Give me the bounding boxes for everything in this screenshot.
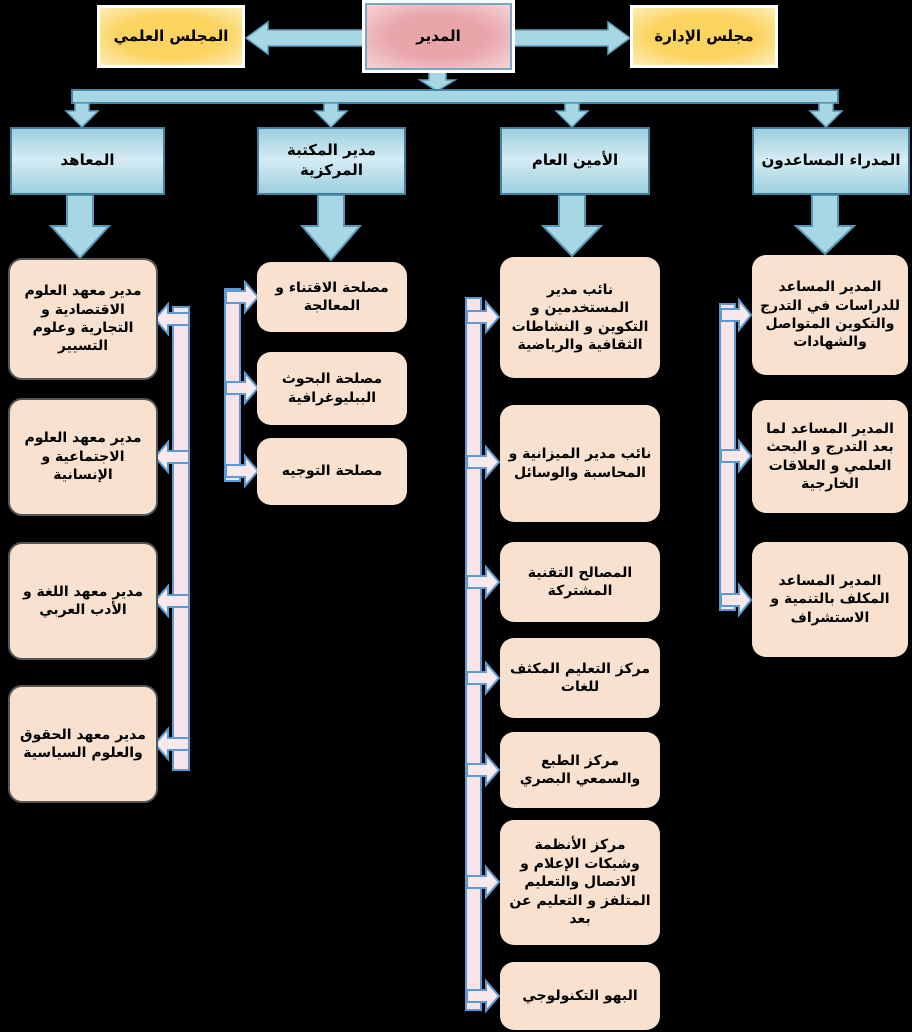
secretary-general-box: الأمين العام [500,127,650,195]
institute-social-sciences-box: مدير معهد العلوم الاجتماعية و الإنسانية [8,398,158,516]
arrow-director-to-scientific-council [244,20,366,56]
sg-networks-distance-learning-box: مركز الأنظمة وشبكات الإعلام و الاتصال وا… [500,820,660,945]
assistants-connector-bar [719,297,753,618]
arrow-director-down [417,71,458,92]
distribution-bar [71,89,839,104]
arrow-secretary-down [540,194,604,258]
ad-postgraduate-research-box: المدير المساعد لما بعد التدرج و البحث ال… [752,400,908,513]
library-director-box: مدير المكتبة المركزية [257,127,406,195]
secretary-connector-bar [465,297,501,1014]
institutes-connector-bar [153,301,190,771]
institutes-box: المعاهد [10,127,165,195]
scientific-council-box: المجلس العلمي [97,5,245,68]
sg-printing-audiovisual-box: مركز الطبع والسمعي البصري [500,732,660,808]
library-connector-bar [224,279,260,489]
arrow-director-to-board [511,20,632,56]
board-of-directors-box: مجلس الإدارة [630,5,778,68]
institute-arabic-language-box: مدير معهد اللغة و الأدب العربي [8,542,158,660]
ad-undergraduate-studies-box: المدير المساعد للدراسات في التدرج والتكو… [752,255,908,375]
library-bibliographic-box: مصلحة البحوث الببليوغرافية [257,352,407,425]
institute-economics-box: مدير معهد العلوم الاقتصادية و التجارية و… [8,258,158,380]
arrow-institutes-down [48,194,112,260]
arrow-bar-to-institutes [64,102,100,129]
sg-personnel-training-box: نائب مدير المستخدمين و التكوين و النشاطا… [500,257,660,378]
library-guidance-box: مصلحة التوجيه [257,438,407,505]
library-acquisition-box: مصلحة الاقتناء و المعالجة [257,262,407,332]
sg-language-center-box: مركز التعليم المكثف للغات [500,638,660,718]
arrow-bar-to-secretary [554,102,590,129]
arrow-library-down [299,194,363,262]
institute-law-box: مدير معهد الحقوق والعلوم السياسية [8,685,158,803]
arrow-bar-to-assistants [808,102,844,129]
arrow-bar-to-library [313,102,349,129]
ad-development-foresight-box: المدير المساعد المكلف بالتنمية و الاستشر… [752,542,908,657]
sg-budget-accounting-box: نائب مدير الميزانية و المحاسبة والوسائل [500,405,660,522]
sg-technical-services-box: المصالح التقنية المشتركة [500,542,660,622]
sg-technology-hall-box: البهو التكنولوجي [500,962,660,1030]
assistant-directors-box: المدراء المساعدون [752,127,910,195]
director-box: المدير [365,3,512,70]
arrow-assistants-down [793,194,857,256]
